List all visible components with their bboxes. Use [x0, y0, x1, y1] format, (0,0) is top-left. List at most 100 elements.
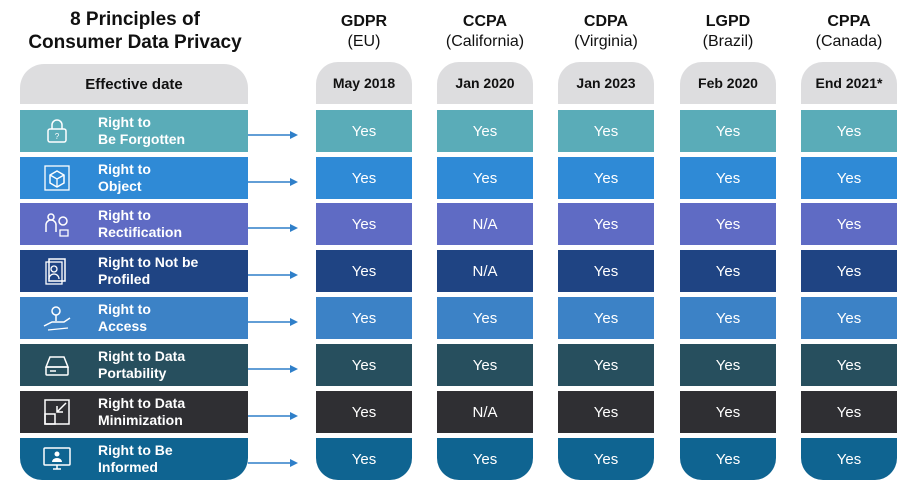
arrow-right-icon	[248, 267, 300, 279]
status-cell: Yes	[558, 157, 654, 199]
status-cell: Yes	[680, 250, 776, 292]
status-cell: Yes	[437, 438, 533, 480]
law-region: (Canada)	[815, 33, 883, 50]
status-cell: Yes	[316, 203, 412, 245]
status-cell: Yes	[316, 157, 412, 199]
status-cell: Yes	[437, 297, 533, 339]
status-cell: Yes	[680, 203, 776, 245]
column-header: GDPR (EU)	[310, 12, 418, 52]
status-cell: Yes	[558, 344, 654, 386]
effective-date-cell: May 2018	[316, 62, 412, 104]
status-cell: Yes	[316, 297, 412, 339]
status-cell: Yes	[680, 110, 776, 152]
arrow-right-icon	[248, 220, 300, 232]
principle-label-line-1: Right to	[98, 207, 151, 223]
lock-icon: ?	[42, 117, 72, 145]
status-cell: Yes	[801, 157, 897, 199]
principle-label-line-1: Right to	[98, 161, 151, 177]
principle-label-line-2: Profiled	[98, 271, 151, 287]
principle-label-line-2: Minimization	[98, 412, 183, 428]
principle-label-line-1: Right to Not be	[98, 254, 199, 270]
principle-label-line-2: Access	[98, 318, 148, 334]
principle-label-line-1: Right to Data	[98, 395, 186, 411]
status-cell: Yes	[680, 391, 776, 433]
arrow-right-icon	[248, 174, 300, 186]
status-cell: Yes	[801, 250, 897, 292]
status-cell: Yes	[680, 344, 776, 386]
profile-document-icon	[42, 257, 72, 285]
column-header: CPPA (Canada)	[795, 12, 900, 52]
status-cell: Yes	[558, 203, 654, 245]
minimize-icon	[42, 398, 72, 426]
law-name: LGPD	[705, 13, 751, 30]
column-header: CDPA (Virginia)	[552, 12, 660, 52]
principle-label-line-1: Right to	[98, 301, 151, 317]
drive-icon	[42, 351, 72, 379]
principle-label-line-2: Portability	[98, 365, 167, 381]
law-name: CDPA	[583, 13, 629, 30]
status-cell: Yes	[680, 297, 776, 339]
status-cell: Yes	[316, 250, 412, 292]
status-cell: N/A	[437, 203, 533, 245]
svg-text:?: ?	[55, 132, 60, 141]
status-cell: Yes	[680, 438, 776, 480]
status-cell: Yes	[437, 110, 533, 152]
status-cell: Yes	[437, 157, 533, 199]
law-name: CPPA	[827, 13, 871, 30]
status-cell: Yes	[801, 344, 897, 386]
status-cell: Yes	[801, 391, 897, 433]
law-region: (Brazil)	[702, 33, 754, 50]
status-cell: Yes	[316, 391, 412, 433]
arrow-right-icon	[248, 127, 300, 139]
people-tools-icon	[42, 210, 72, 238]
cube-icon	[42, 164, 72, 192]
column-header: CCPA (California)	[431, 12, 539, 52]
column-header: LGPD (Brazil)	[674, 12, 782, 52]
principle-label-line-1: Right to Be	[98, 442, 173, 458]
principle-label-line-1: Right to Data	[98, 348, 186, 364]
hand-key-icon	[42, 304, 72, 332]
law-name: GDPR	[340, 13, 388, 30]
principle-label-line-2: Rectification	[98, 224, 183, 240]
law-name: CCPA	[462, 13, 508, 30]
effective-date-cell: End 2021*	[801, 62, 897, 104]
status-cell: Yes	[558, 110, 654, 152]
title-line-1: 8 Principles of	[70, 9, 200, 30]
title-line-2: Consumer Data Privacy	[28, 32, 242, 53]
page-title: 8 Principles of Consumer Data Privacy	[10, 8, 260, 54]
arrow-right-icon	[248, 455, 300, 467]
law-region: (EU)	[347, 33, 381, 50]
principle-label-line-2: Informed	[98, 459, 158, 475]
law-region: (Virginia)	[574, 33, 638, 50]
principle-label-line-2: Be Forgotten	[98, 131, 186, 147]
arrow-right-icon	[248, 314, 300, 326]
status-cell: Yes	[801, 438, 897, 480]
status-cell: Yes	[558, 391, 654, 433]
law-region: (California)	[445, 33, 525, 50]
status-cell: Yes	[801, 203, 897, 245]
status-cell: Yes	[680, 157, 776, 199]
status-cell: Yes	[801, 110, 897, 152]
status-cell: Yes	[558, 250, 654, 292]
principle-label-line-2: Object	[98, 178, 142, 194]
arrow-right-icon	[248, 361, 300, 373]
monitor-info-icon	[42, 445, 72, 473]
status-cell: Yes	[801, 297, 897, 339]
effective-date-cell: Feb 2020	[680, 62, 776, 104]
arrow-right-icon	[248, 408, 300, 420]
status-cell: Yes	[316, 438, 412, 480]
status-cell: Yes	[558, 297, 654, 339]
